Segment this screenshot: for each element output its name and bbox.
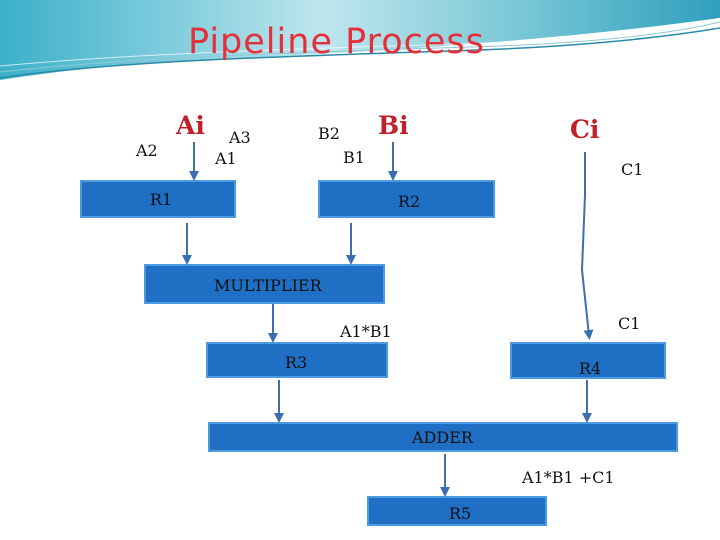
input-a3-label: A3: [229, 128, 251, 147]
register-r1-label: R1: [150, 190, 173, 209]
header-banner: [0, 0, 720, 80]
register-r4-label: R4: [579, 359, 602, 378]
register-r2-label: R2: [398, 192, 421, 211]
input-b2-label: B2: [318, 124, 340, 143]
register-r5-label: R5: [449, 504, 472, 523]
register-r5: R5: [367, 496, 547, 526]
input-b1-label: B1: [343, 148, 365, 167]
input-c1-label: C1: [621, 160, 644, 179]
register-r4: R4: [510, 342, 666, 379]
input-a2-label: A2: [136, 141, 158, 160]
input-a-heading: Ai: [176, 111, 205, 140]
register-r3-label: R3: [285, 353, 308, 372]
register-r3: R3: [206, 342, 388, 378]
product-label: A1*B1: [340, 322, 392, 341]
multiplier-label: MULTIPLIER: [214, 276, 322, 295]
input-c-heading: Ci: [570, 115, 600, 144]
register-r1: R1: [80, 180, 236, 218]
sum-label: A1*B1 +C1: [522, 468, 615, 487]
input-a1-label: A1: [215, 149, 237, 168]
arrow-c-to-r4: [580, 152, 594, 340]
adder-unit: ADDER: [208, 422, 678, 452]
c1-passthrough-label: C1: [618, 314, 641, 333]
multiplier-unit: MULTIPLIER: [144, 264, 385, 304]
input-b-heading: Bi: [378, 111, 409, 140]
register-r2: R2: [318, 180, 495, 218]
page-title: Pipeline Process: [188, 22, 485, 62]
adder-label: ADDER: [412, 428, 473, 447]
